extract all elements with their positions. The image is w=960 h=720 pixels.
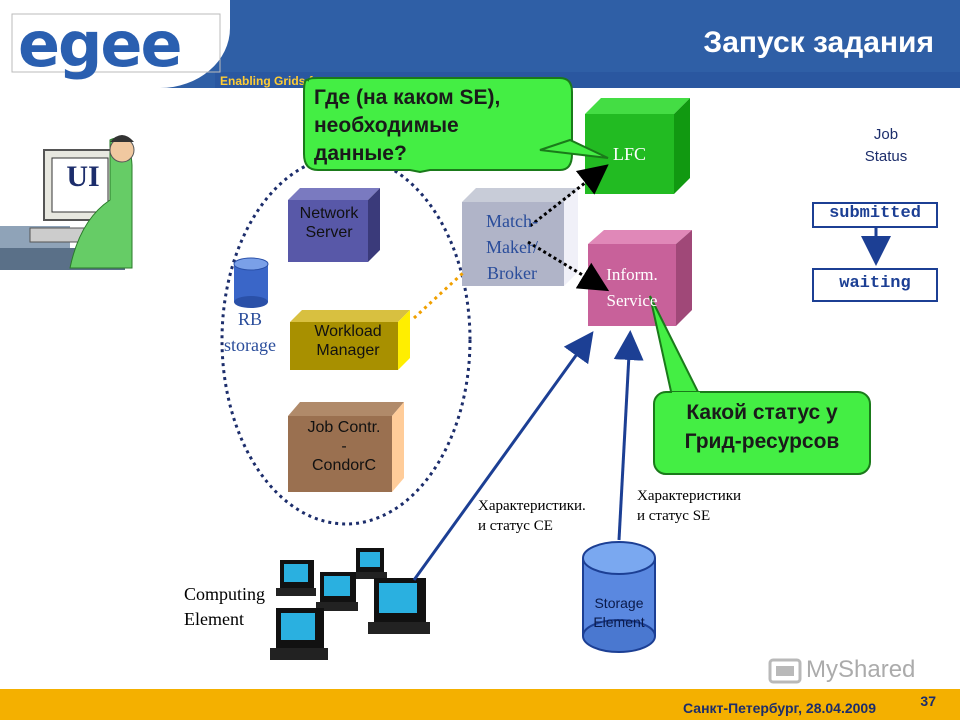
watermark-icon: [768, 658, 802, 684]
computing-element-line1: Computing: [184, 584, 266, 604]
job-status-title-line1: Job: [873, 126, 899, 143]
match-maker-block: [462, 188, 578, 286]
rb-storage-line1: RB: [237, 309, 262, 329]
ui-label: UI: [66, 160, 100, 193]
rb-storage-line2: storage: [224, 335, 276, 355]
ce-status-line1: Характеристики.: [478, 498, 586, 514]
ui-computer-illustration: [0, 135, 135, 270]
inform-service-line2: Service: [606, 291, 658, 310]
rb-storage-cylinder: [233, 257, 269, 308]
footer-location-date: Санкт-Петербург, 28.04.2009: [683, 700, 876, 716]
computing-element-cluster: [270, 548, 430, 660]
se-status-line2: и статус SE: [637, 508, 711, 524]
egee-logo: egee: [11, 8, 221, 81]
se-to-is-arrow: [613, 330, 644, 541]
lfc-label: LFC: [612, 144, 646, 164]
status-waiting: waiting: [812, 268, 938, 302]
match-maker-line3: Broker: [487, 263, 537, 283]
computing-element-line2: Element: [184, 609, 244, 629]
header-tagline: Enabling Grids for: [220, 74, 325, 88]
footer-band: [0, 689, 960, 720]
job-controller-line1: Job Contr.: [307, 419, 381, 436]
top-callout-line2: необходимые: [314, 114, 459, 137]
job-status-heading: Job Status: [836, 124, 936, 168]
rb-storage-label: RB storage: [212, 306, 288, 358]
storage-element-cylinder: [582, 541, 656, 653]
computing-element-label: Computing Element: [184, 582, 265, 632]
wm-to-matchmaker-link: [412, 270, 466, 320]
logo-area: egee: [0, 0, 230, 88]
top-callout-line3: данные?: [314, 142, 407, 165]
page-number: 37: [920, 693, 936, 709]
top-callout-bubble: [303, 77, 573, 174]
watermark-text: MyShared: [806, 656, 916, 683]
job-controller-block: [288, 402, 404, 492]
workload-manager-label: Workload Manager: [296, 322, 400, 360]
inform-service-line1: Inform.: [606, 265, 658, 284]
bottom-callout-line2: Грид-ресурсов: [684, 430, 840, 453]
ce-status-annotation: Характеристики. и статус CE: [478, 496, 586, 536]
matchmaker-to-is-arrow: [527, 240, 610, 292]
match-maker-line2: Maker/: [486, 237, 538, 257]
storage-element-label: Storage Element: [583, 594, 655, 632]
resource-broker-ellipse: [220, 154, 472, 526]
top-callout-line1: Где (на каком SE),: [314, 86, 501, 109]
top-callout-text: Где (на каком SE), необходимые данные?: [314, 84, 566, 168]
bottom-callout-text: Какой статус у Грид-ресурсов: [654, 398, 870, 456]
match-maker-line1: Match-: [486, 211, 538, 231]
job-status-title-line2: Status: [864, 148, 908, 165]
network-server-block: [288, 188, 380, 262]
storage-element-line1: Storage: [594, 595, 644, 611]
se-status-line1: Характеристики: [637, 488, 742, 504]
ce-to-is-arrow: [412, 331, 594, 581]
workload-manager-line2: Manager: [316, 342, 380, 359]
job-controller-line3: CondorC: [311, 457, 377, 474]
bottom-callout-bubble: [653, 391, 871, 475]
inform-service-label: Inform. Service: [588, 262, 676, 314]
se-status-annotation: Характеристики и статус SE: [637, 486, 741, 526]
bottom-callout-line1: Какой статус у: [686, 401, 838, 424]
job-controller-label: Job Contr. - CondorC: [288, 418, 400, 475]
status-submitted: submitted: [812, 202, 938, 228]
storage-element-line2: Element: [593, 614, 645, 630]
network-server-line2: Server: [305, 224, 353, 241]
network-server-label: Network Server: [290, 204, 368, 242]
matchmaker-to-lfc-arrow: [529, 164, 609, 228]
logo-text: egee: [18, 8, 181, 81]
slide-title: Запуск задания: [703, 26, 934, 59]
job-controller-line2: -: [341, 438, 347, 455]
match-maker-label: Match- Maker/ Broker: [464, 208, 560, 286]
workload-manager-line1: Workload: [314, 323, 382, 340]
ce-status-line2: и статус CE: [478, 518, 553, 534]
workload-manager-block: [290, 310, 410, 370]
network-server-line1: Network: [299, 205, 359, 222]
